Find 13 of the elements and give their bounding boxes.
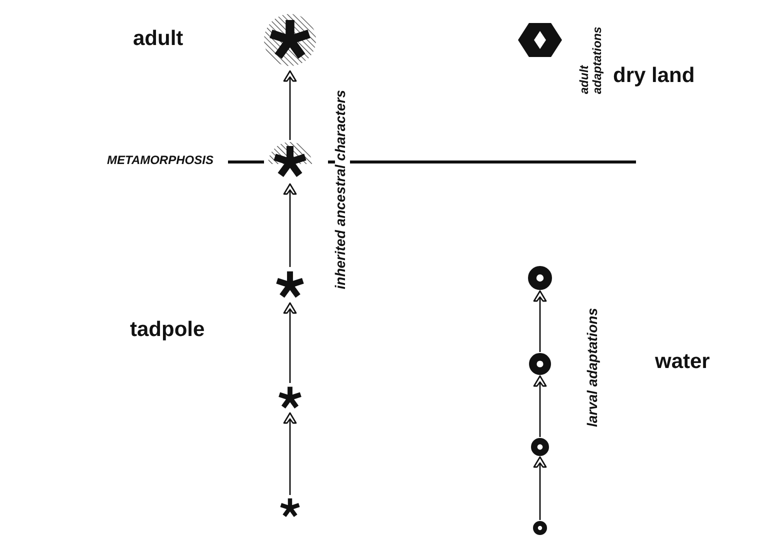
habitat-label: dry land bbox=[613, 64, 695, 88]
annotation-text: adult adaptations bbox=[578, 26, 604, 94]
phase-label: METAMORPHOSIS bbox=[107, 154, 214, 168]
hexagon-symbol bbox=[516, 22, 564, 58]
ring-symbol bbox=[528, 352, 552, 376]
stage-label: adult bbox=[133, 27, 184, 50]
habitat-label: water bbox=[655, 350, 710, 374]
ring-symbol bbox=[530, 437, 550, 457]
ring-symbol bbox=[527, 265, 553, 291]
annotation-text: larval adaptations bbox=[585, 308, 600, 428]
stage-label: tadpole bbox=[130, 318, 205, 342]
annotation-text: inherited ancestral characters bbox=[333, 90, 348, 290]
ring-symbol bbox=[532, 520, 548, 536]
